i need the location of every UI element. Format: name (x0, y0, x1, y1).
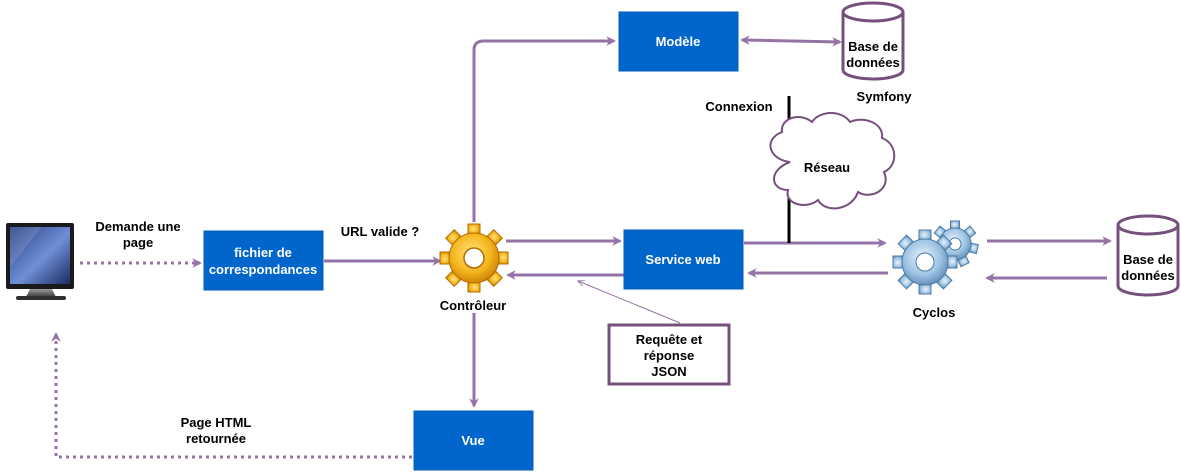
page-html-label-line1: Page HTML (181, 415, 252, 430)
reseau-cloud: Réseau (769, 112, 896, 210)
database-cyclos-line1: Base de (1123, 252, 1173, 267)
reseau-label: Réseau (804, 160, 850, 175)
fichier-label-line1: fichier de (234, 245, 292, 260)
fichier-box: fichier de correspondances (203, 230, 324, 291)
demande-label-line2: page (123, 235, 153, 250)
database-cyclos: Base de données (1116, 214, 1180, 297)
requete-line2: réponse (644, 348, 695, 363)
arrow-note-to-link (578, 281, 681, 324)
demande-label-line1: Demande une (95, 219, 180, 234)
arrow-modele-db-symfony (740, 35, 842, 47)
cyclos-gears-icon (892, 220, 980, 295)
database-symfony: Base de données (841, 1, 905, 81)
controleur-gear-icon (439, 223, 509, 293)
modele-box: Modèle (618, 11, 739, 72)
modele-label: Modèle (656, 34, 701, 49)
computer-monitor-icon (6, 223, 74, 300)
connectors (51, 35, 1112, 459)
database-symfony-line1: Base de (848, 39, 898, 54)
requete-note: Requête et réponse JSON (607, 323, 731, 386)
fichier-label-line2: correspondances (209, 262, 317, 277)
database-cyclos-line2: données (1121, 268, 1174, 283)
cyclos-label: Cyclos (913, 305, 956, 320)
requete-line3: JSON (651, 364, 686, 379)
arrow-controleur-to-modele (472, 36, 616, 222)
database-symfony-line2: données (846, 55, 899, 70)
vue-box: Vue (413, 410, 534, 471)
service-web-box: Service web (623, 229, 744, 290)
url-valide-label: URL valide ? (341, 224, 420, 239)
controleur-label: Contrôleur (440, 298, 506, 313)
requete-line1: Requête et (636, 332, 703, 347)
page-html-label-line2: retournée (186, 431, 246, 446)
vue-label: Vue (461, 433, 484, 448)
connexion-label: Connexion (705, 99, 772, 114)
symfony-label: Symfony (857, 89, 913, 104)
service-web-label: Service web (645, 252, 720, 267)
